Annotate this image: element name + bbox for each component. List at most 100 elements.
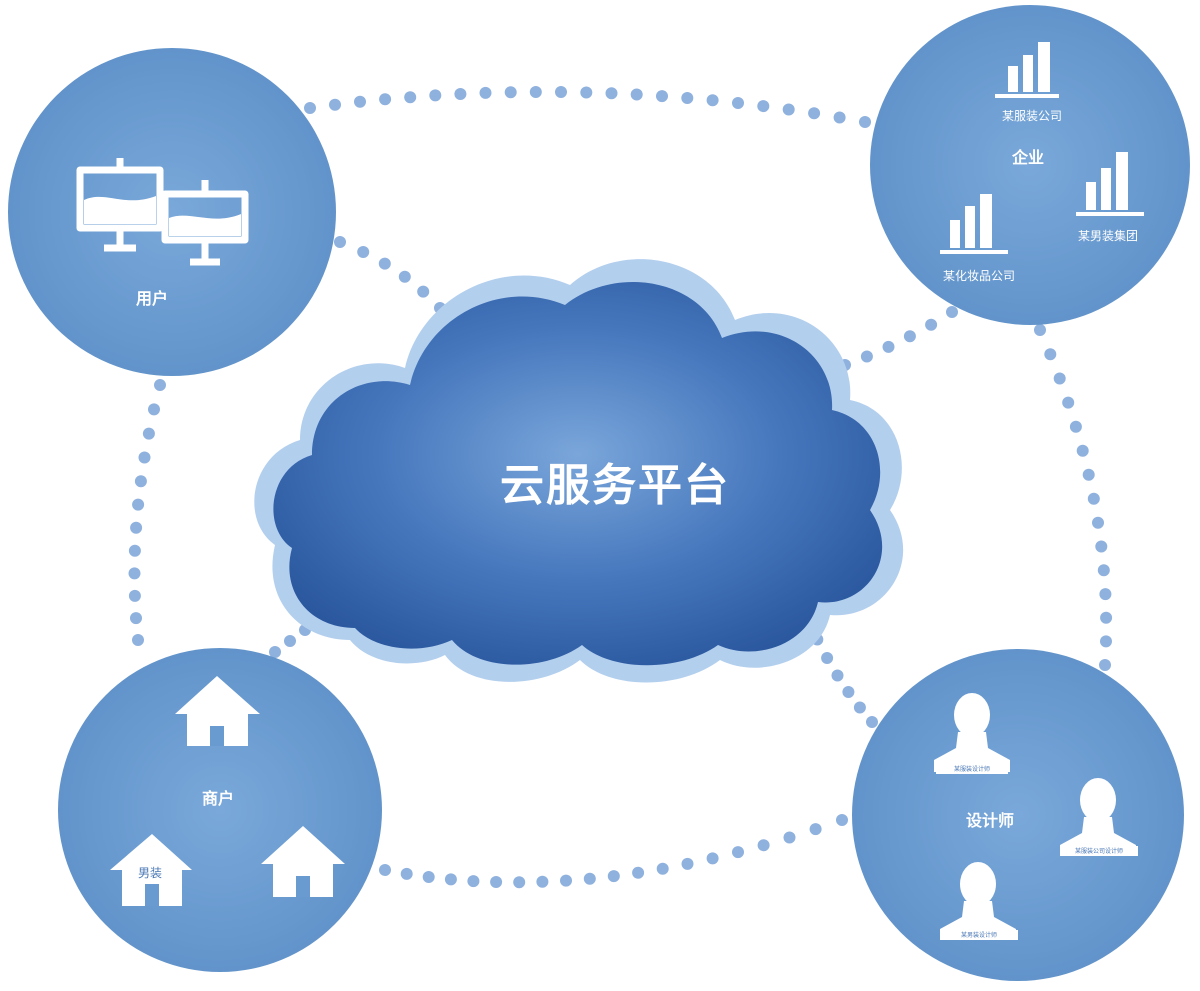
designer-badge-2: 某服装公司设计师 xyxy=(1075,847,1123,855)
connector-enterprise-cloud-dot xyxy=(903,330,916,343)
company-label-3: 某化妆品公司 xyxy=(943,269,1015,283)
connector-enterprise-designer-dot xyxy=(1097,564,1110,577)
connector-merchant-designer-dot xyxy=(422,871,435,883)
connector-user-enterprise-dot xyxy=(732,97,744,109)
merchant-node: 商户 男装 xyxy=(58,648,382,972)
connector-merchant-designer-dot xyxy=(757,839,770,852)
connector-user-enterprise-dot xyxy=(808,107,821,120)
connector-merchant-designer-dot xyxy=(732,846,744,859)
connector-enterprise-designer-dot xyxy=(1100,635,1112,648)
connector-user-enterprise-dot xyxy=(504,86,517,99)
company-label-1: 某服装公司 xyxy=(1002,109,1062,123)
connector-user-enterprise-dot xyxy=(304,102,316,114)
connector-user-merchant-dot xyxy=(130,612,142,625)
connector-designer-cloud-dot xyxy=(842,686,855,698)
person-silhouette-icon xyxy=(940,862,1018,940)
connector-enterprise-designer-dot xyxy=(1092,516,1104,529)
connector-user-merchant-dot xyxy=(148,403,160,416)
monitor-screen-wave-1 xyxy=(84,196,156,224)
connector-user-enterprise-dot xyxy=(404,91,417,104)
connector-merchant-designer-dot xyxy=(490,876,503,888)
connector-merchant-designer-dot xyxy=(536,875,549,888)
connector-merchant-cloud-dot xyxy=(269,646,281,658)
connector-user-enterprise-dot xyxy=(859,116,871,128)
connector-user-cloud-dot xyxy=(417,285,430,298)
designer-label: 设计师 xyxy=(966,811,1014,830)
connector-enterprise-cloud-dot xyxy=(882,340,895,353)
connector-enterprise-designer-dot xyxy=(1100,611,1113,624)
connector-enterprise-cloud-dot xyxy=(946,306,958,318)
connector-user-cloud-dot xyxy=(357,246,370,258)
monitor-screen-wave-2 xyxy=(169,214,241,236)
enterprise-node: 某服装公司 企业 某男装集团 某化妆品公司 xyxy=(870,5,1190,325)
bar-chart-icon xyxy=(940,194,1008,254)
connector-user-enterprise-dot xyxy=(706,94,719,107)
merchant-label: 商户 xyxy=(202,789,234,808)
connector-user-enterprise-dot xyxy=(782,103,795,116)
designer-badge-3: 某男装设计师 xyxy=(961,931,997,939)
connector-user-enterprise-dot xyxy=(656,90,668,103)
connector-enterprise-designer-dot xyxy=(1069,420,1082,433)
bar-chart-icon xyxy=(1076,152,1144,216)
connector-merchant-designer-dot xyxy=(560,874,572,887)
shop-label: 男装 xyxy=(138,866,162,880)
connector-user-enterprise-dot xyxy=(580,86,593,99)
connector-merchant-designer-dot xyxy=(809,823,822,836)
connector-user-enterprise-dot xyxy=(454,88,467,100)
connector-user-enterprise-dot xyxy=(555,86,567,98)
connector-user-cloud-dot xyxy=(398,270,411,283)
connector-enterprise-designer-dot xyxy=(1076,444,1089,457)
connector-user-enterprise-dot xyxy=(605,87,618,100)
designer-circle xyxy=(852,649,1184,981)
connector-merchant-designer-dot xyxy=(583,872,596,885)
cloud-inner-shape xyxy=(273,282,883,666)
connector-user-merchant-dot xyxy=(132,498,145,511)
house-icon xyxy=(261,826,345,897)
connector-user-enterprise-dot xyxy=(379,93,392,106)
connector-user-cloud-dot xyxy=(334,236,346,248)
house-icon xyxy=(110,834,192,906)
person-silhouette-icon xyxy=(934,693,1010,774)
user-node: 用户 xyxy=(8,48,336,376)
connector-merchant-designer-dot xyxy=(836,814,848,826)
connector-user-enterprise-dot xyxy=(429,89,442,102)
connector-user-cloud-dot xyxy=(378,257,391,270)
connector-designer-cloud-dot xyxy=(866,716,878,728)
connector-merchant-designer-dot xyxy=(656,862,669,875)
connector-enterprise-designer-dot xyxy=(1095,540,1108,553)
connector-user-merchant-dot xyxy=(134,475,147,488)
connector-user-merchant-dot xyxy=(132,634,144,646)
designer-badge-1: 某服装设计师 xyxy=(954,765,990,773)
house-icon xyxy=(175,676,260,746)
connector-user-enterprise-dot xyxy=(529,86,542,98)
connector-merchant-designer-dot xyxy=(444,873,457,886)
user-circle xyxy=(8,48,336,376)
connector-merchant-designer-dot xyxy=(632,866,645,879)
connector-enterprise-designer-dot xyxy=(1044,348,1057,361)
connector-enterprise-designer-dot xyxy=(1034,324,1046,336)
connector-user-merchant-dot xyxy=(142,427,155,440)
connector-merchant-cloud-dot xyxy=(284,635,296,647)
enterprise-label: 企业 xyxy=(1011,148,1044,167)
user-label: 用户 xyxy=(136,289,168,308)
connector-merchant-designer-dot xyxy=(467,875,480,888)
connector-merchant-designer-dot xyxy=(681,857,694,870)
connector-designer-cloud-dot xyxy=(821,652,834,664)
connector-user-enterprise-dot xyxy=(833,111,846,124)
company-label-2: 某男装集团 xyxy=(1078,228,1138,243)
connector-enterprise-designer-dot xyxy=(1082,468,1095,481)
connector-user-merchant-dot xyxy=(130,521,143,534)
connector-merchant-designer-dot xyxy=(400,867,413,880)
connector-merchant-designer-dot xyxy=(783,831,796,844)
connector-merchant-designer-dot xyxy=(607,870,620,883)
connector-user-enterprise-dot xyxy=(757,100,770,113)
connector-user-merchant-dot xyxy=(128,567,141,580)
designer-node: 某服装设计师 设计师 某服装公司设计师 某男装设计师 xyxy=(852,649,1184,981)
bar-chart-icon xyxy=(995,42,1059,98)
connector-user-enterprise-dot xyxy=(630,88,643,101)
connector-user-enterprise-dot xyxy=(479,86,492,99)
connector-enterprise-designer-dot xyxy=(1062,396,1075,409)
connector-merchant-designer-dot xyxy=(513,876,526,889)
connector-enterprise-designer-dot xyxy=(1099,659,1111,671)
